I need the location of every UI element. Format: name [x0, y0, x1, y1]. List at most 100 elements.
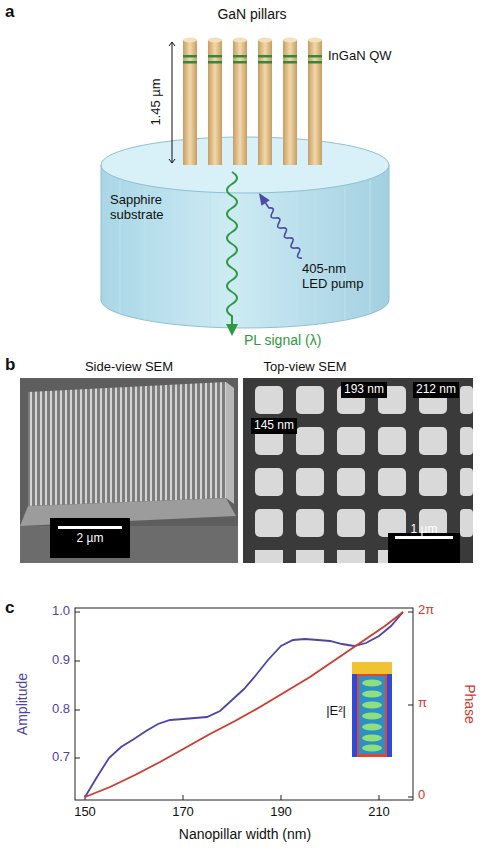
axis-ticks [281, 795, 282, 800]
sem-top-panel: Top-view SEM145 nm193 nm212 nm1 µm [243, 360, 473, 565]
pillar-illustration [222, 54, 233, 65]
pillar-illustration [297, 54, 308, 65]
gan-pillar [183, 38, 197, 43]
field-inset [352, 662, 392, 757]
sem-top-image [337, 509, 365, 537]
gan-pillar [183, 40, 197, 165]
axis-ticks [75, 612, 413, 800]
axis-ticks [408, 612, 413, 613]
substrate-cylinder [175, 191, 176, 324]
pl-signal-wave [227, 172, 237, 326]
tick-label: 0.9 [52, 653, 70, 668]
substrate-cylinder [370, 180, 371, 313]
sem-top-image [296, 427, 324, 455]
sem-side-image [226, 382, 234, 504]
plot-frame [75, 608, 413, 800]
gan-pillar [308, 40, 322, 165]
pillar-illustration [197, 54, 208, 65]
sem-top-image [296, 386, 324, 414]
tick-label: 0 [418, 788, 425, 803]
part-label: GaN pillars [217, 6, 286, 22]
dimension-label: 212 nm [413, 382, 459, 398]
sem-top-image [337, 468, 365, 496]
axis-title: Nanopillar width (nm) [179, 826, 311, 842]
part-label: InGaN QW [328, 49, 392, 64]
gan-pillar [208, 40, 222, 165]
substrate-label: Sapphire substrate [110, 193, 190, 223]
tick-label: 190 [270, 805, 292, 820]
field-inset [352, 662, 392, 674]
dimension-label: 145 nm [251, 418, 297, 434]
tick-label: 210 [368, 805, 390, 820]
pl-signal-wave [226, 172, 238, 336]
sem-side-image [20, 378, 238, 563]
sem-top-image [460, 509, 473, 537]
field-inset [362, 691, 382, 698]
axis-ticks [183, 795, 184, 800]
sem-top-image [419, 468, 447, 496]
sem-top-image [255, 468, 283, 496]
pl-signal-wave [226, 324, 238, 336]
substrate-cylinder [210, 193, 211, 327]
phase-curve [85, 612, 403, 797]
field-inset [362, 680, 382, 752]
panel-letter: a [5, 2, 14, 22]
field-inset [352, 662, 392, 757]
gan-pillar [258, 38, 272, 43]
gan-pillar [233, 38, 247, 43]
field-inset [362, 745, 382, 752]
pillar-illustration [247, 54, 258, 65]
sem-top-image [460, 386, 473, 414]
amplitude-curve [85, 612, 403, 797]
sem-side-image [28, 382, 226, 506]
gan-pillar [283, 38, 297, 43]
substrate-cylinder [315, 191, 316, 324]
pillar-illustration [197, 54, 308, 65]
tick-label: 150 [74, 805, 96, 820]
axis-ticks [75, 612, 80, 613]
panel-letter: b [5, 355, 15, 375]
sem-top-image [378, 509, 406, 537]
pillar-illustration [0, 0, 493, 360]
pillar-illustration [297, 54, 308, 65]
sem-top-image [395, 536, 453, 539]
dimension-label: 193 nm [341, 382, 387, 398]
pillar-illustration [222, 54, 233, 65]
pump-wave [255, 190, 306, 261]
field-inset [362, 724, 382, 731]
sem-top-image [255, 386, 473, 563]
axis-ticks [75, 758, 80, 759]
scale-bar-label: 1 µm [411, 523, 438, 537]
part-label: 405-nm LED pump [302, 262, 374, 292]
tick-label: π [418, 696, 427, 711]
substrate-cylinder [345, 187, 346, 320]
sem-top-image [337, 427, 365, 455]
sem-top-image [378, 468, 406, 496]
signal-label: PL signal (λ) [244, 332, 321, 348]
sem-side-image [58, 526, 122, 529]
field-inset [387, 674, 392, 757]
sem-top-image [419, 427, 447, 455]
axis-title: Phase [462, 684, 478, 724]
field-inset [359, 676, 385, 754]
pillar-illustration [272, 54, 283, 65]
sem-top-image [255, 550, 283, 563]
gan-pillar [258, 40, 272, 165]
pillar-illustration [197, 54, 308, 65]
sem-side-panel: Side-view SEM2 µm [20, 360, 238, 565]
sem-top-image [337, 550, 365, 563]
gan-pillar [283, 40, 297, 165]
field-inset [352, 674, 357, 757]
axis-ticks [408, 797, 413, 798]
gan-pillar [308, 38, 322, 43]
axis-ticks [75, 661, 80, 662]
pump-wave [262, 200, 305, 260]
substrate-cylinder [280, 193, 281, 327]
sem-top-image [388, 533, 460, 563]
gan-pillar [208, 38, 222, 43]
image-title: Side-view SEM [85, 360, 173, 375]
sem-top-image [296, 468, 324, 496]
inset-label: |E²| [326, 704, 346, 719]
axis-ticks [75, 710, 80, 711]
